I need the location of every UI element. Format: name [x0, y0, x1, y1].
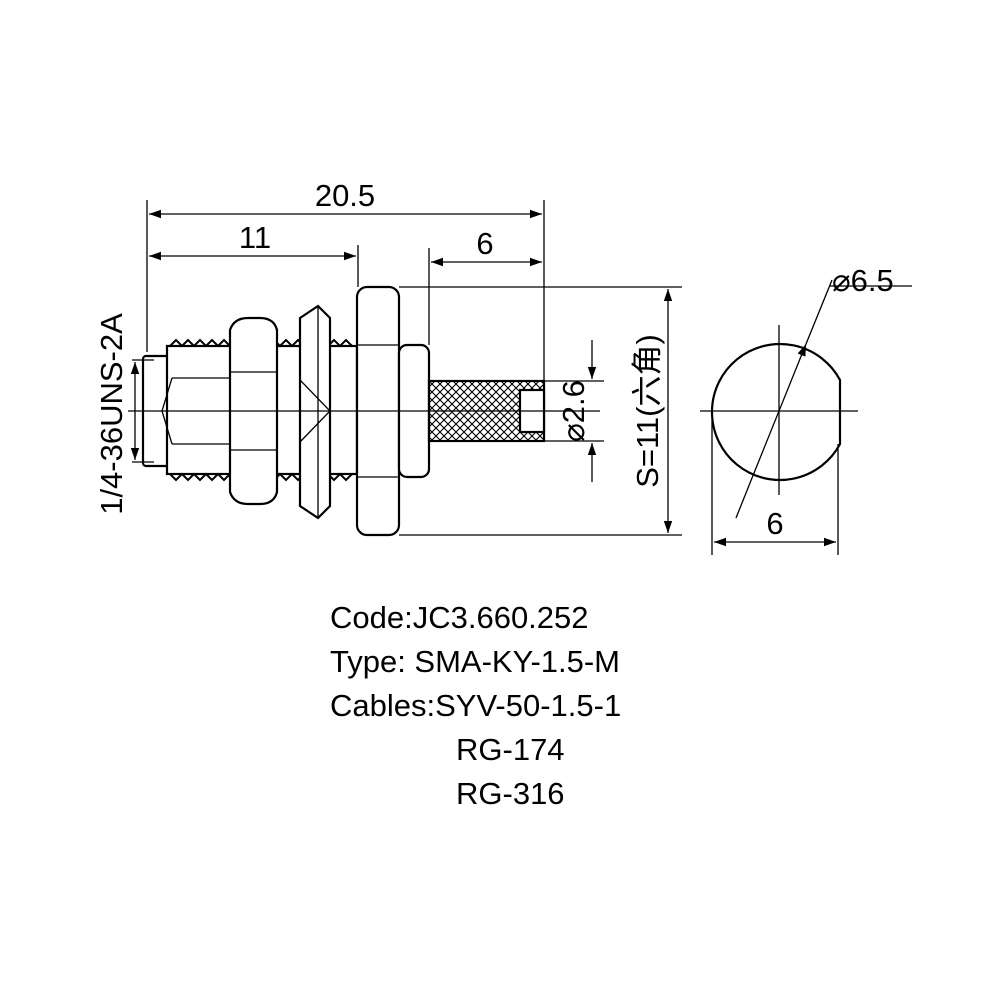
dim-arrow-flange-lower: [735, 477, 753, 519]
flange-diameter-value: 6.5: [851, 263, 894, 298]
end-view: ⌀6.5 6: [700, 263, 912, 555]
spec-type: Type: SMA-KY-1.5-M: [330, 644, 621, 679]
dim-crimp-diameter: ⌀2.6: [556, 380, 591, 442]
dim-overall-length: 20.5: [315, 178, 375, 213]
dim-rear-length: 6: [476, 226, 493, 261]
dim-thread: 1/4-36UNS-2A: [94, 313, 129, 515]
spec-code: Code:JC3.660.252: [330, 600, 589, 635]
crimp-diameter-value: 2.6: [556, 380, 591, 423]
end-view-profile: [710, 342, 842, 482]
diameter-symbol-flange: ⌀: [832, 263, 851, 298]
diameter-symbol-crimp: ⌀: [556, 423, 591, 442]
side-view: [128, 285, 600, 537]
dim-flange-diameter: ⌀6.5: [832, 263, 894, 298]
dim-hex-size: S=11(六角): [630, 334, 665, 488]
dim-leader-flange: [805, 279, 833, 345]
side-dimensions: 20.5 11 6 1/4-36UNS-2A ⌀2.6 S=11(六角): [94, 178, 682, 536]
spec-cables: Cables:SYV-50-1.5-1: [330, 688, 622, 723]
dim-line-flange: [751, 343, 807, 479]
hex-nut-flats: [230, 371, 277, 451]
flange-hex-flats: [357, 344, 399, 478]
spec-cable-rg316: RG-316: [456, 776, 565, 811]
dim-front-length: 11: [239, 220, 271, 255]
lock-washer: [298, 304, 332, 520]
dim-flat-width: 6: [766, 506, 783, 541]
spec-cable-rg174: RG-174: [456, 732, 565, 767]
